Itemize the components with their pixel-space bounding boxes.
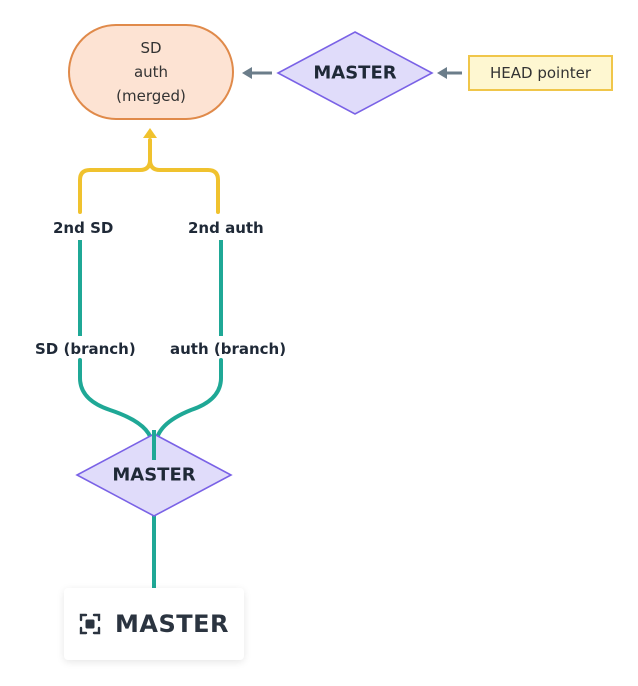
merged-line-3: (merged): [116, 87, 186, 105]
sd-branch-label: SD (branch): [35, 340, 136, 358]
merge-arrowhead: [143, 128, 157, 138]
head-pointer-label: HEAD pointer: [490, 64, 591, 82]
merged-line-2: auth: [133, 63, 169, 81]
merged-line-1: SD: [140, 39, 162, 57]
merged-node: SD auth (merged): [68, 24, 234, 120]
merge-connector: [78, 138, 220, 214]
head-pointer-node: HEAD pointer: [468, 55, 613, 91]
arrow-head-to-master-head: [437, 67, 447, 79]
arrow-master-to-merged-head: [242, 67, 252, 79]
master-top-diamond: [276, 31, 434, 115]
master-mid-diamond: [75, 433, 233, 517]
auth-2nd-label: 2nd auth: [188, 219, 264, 237]
master-root-node: MASTER: [64, 588, 244, 660]
auth-branch-label: auth (branch): [170, 340, 287, 358]
auth-fork-curve: [154, 358, 223, 447]
master-mid-label: MASTER: [112, 464, 196, 486]
master-root-label: MASTER: [115, 610, 229, 638]
master-top-label: MASTER: [313, 62, 397, 84]
focus-frame-icon: [79, 613, 101, 635]
sd-2nd-label: 2nd SD: [53, 219, 114, 237]
sd-fork-curve: [78, 358, 154, 447]
